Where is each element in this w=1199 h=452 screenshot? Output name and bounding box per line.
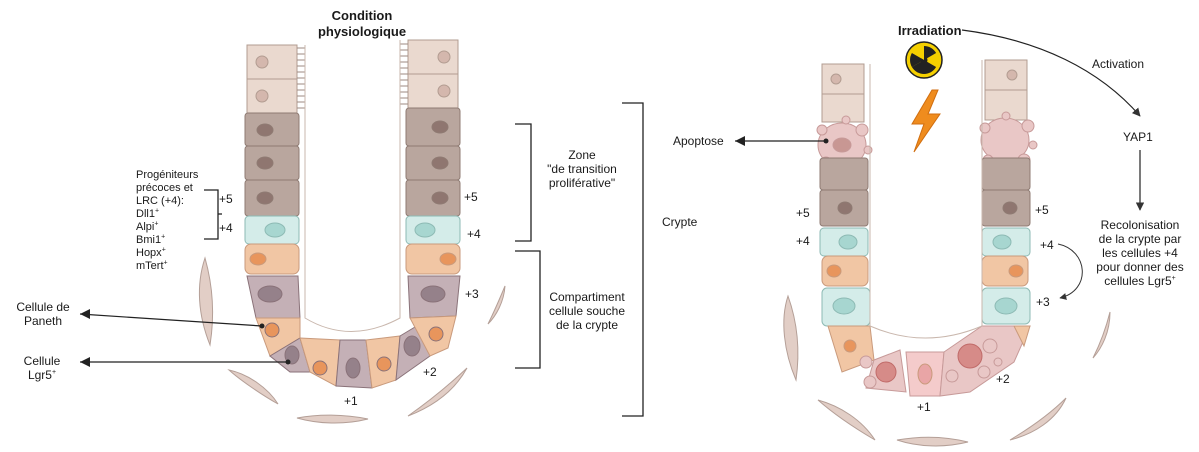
right-plus4-cells	[820, 228, 1030, 256]
lgr5-line2: Lgr5	[28, 368, 52, 382]
progenitors-marker-4: mTert+	[136, 260, 206, 273]
left-crypt	[199, 40, 505, 423]
progenitors-line3: LRC (+4):	[136, 195, 206, 208]
recolonisation-arrow	[1058, 244, 1082, 298]
paneth-pointer-line	[80, 314, 262, 326]
zone-line2: "de transition	[542, 162, 622, 176]
left-pos-plus5-left: +5	[219, 192, 233, 206]
crypte-label: Crypte	[662, 215, 697, 229]
progenitors-marker-2: Bmi1+	[136, 234, 206, 247]
left-plus4-cells	[245, 216, 460, 244]
right-pos-plus2: +2	[996, 372, 1010, 386]
right-pos-plus3: +3	[1036, 295, 1050, 309]
right-pos-plus4-right: +4	[1040, 238, 1054, 252]
left-ta-cells	[245, 108, 460, 216]
lgr5-label: Cellule Lgr5+	[14, 354, 70, 382]
paneth-pointer-head	[80, 309, 90, 319]
stem-line3: de la crypte	[546, 318, 628, 332]
stem-line2: cellule souche	[546, 304, 628, 318]
recol-line3: les cellules +4	[1090, 246, 1190, 260]
left-pos-plus1: +1	[344, 394, 358, 408]
lgr5-line2-wrap: Lgr5+	[14, 368, 70, 382]
marker-sup: +	[161, 233, 165, 240]
recol-line1: Recolonisation	[1090, 218, 1190, 232]
left-pos-plus5-right: +5	[464, 190, 478, 204]
marker-sup: +	[162, 246, 166, 253]
right-pos-plus4-left: +4	[796, 234, 810, 248]
paneth-pointer-dot	[260, 324, 265, 329]
marker-sup: +	[154, 220, 158, 227]
recol-sup: +	[1172, 275, 1176, 282]
progenitors-marker-1: Alpi+	[136, 221, 206, 234]
lgr5-pointer-head	[80, 357, 90, 367]
right-plus3-cells	[822, 256, 1028, 286]
left-pos-plus4-left: +4	[219, 221, 233, 235]
left-pos-plus3: +3	[465, 287, 479, 301]
right-ta-cells	[820, 158, 1030, 226]
apoptose-label: Apoptose	[673, 134, 724, 148]
recol-line5: cellules Lgr5	[1104, 274, 1171, 288]
activation-label: Activation	[1092, 57, 1144, 71]
recol-line5-wrap: cellules Lgr5+	[1090, 274, 1190, 288]
stem-line1: Compartiment	[546, 290, 628, 304]
stem-compartment-label: Compartiment cellule souche de la crypte	[546, 290, 628, 332]
right-pos-plus5-right: +5	[1035, 203, 1049, 217]
lgr5-pointer-dot	[286, 360, 291, 365]
lightning-bolt-icon	[912, 90, 940, 152]
recol-line4: pour donner des	[1090, 260, 1190, 274]
radiation-icon	[906, 42, 942, 78]
left-enterocytes-right	[400, 40, 458, 108]
progenitors-line2: précoces et	[136, 182, 206, 195]
apoptose-pointer-head	[735, 136, 745, 146]
progenitors-line1: Progéniteurs	[136, 169, 206, 182]
left-pos-plus2: +2	[423, 365, 437, 379]
apoptose-pointer-dot	[824, 139, 829, 144]
progenitors-marker-3: Hopx+	[136, 247, 206, 260]
left-plus3-cells	[245, 244, 460, 274]
yap1-label: YAP1	[1123, 130, 1153, 144]
zone-line1: Zone	[542, 148, 622, 162]
progenitors-label: Progéniteurs précoces et LRC (+4): Dll1+…	[136, 169, 206, 273]
zone-label: Zone "de transition proliférative"	[542, 148, 622, 190]
paneth-label: Cellule de Paneth	[8, 300, 78, 328]
right-crypt	[784, 60, 1110, 446]
marker-sup: +	[164, 259, 168, 266]
marker-name: Bmi1	[136, 234, 161, 246]
recol-line2: de la crypte par	[1090, 232, 1190, 246]
recolonisation-label: Recolonisation de la crypte par les cell…	[1090, 218, 1190, 288]
right-pos-plus1: +1	[917, 400, 931, 414]
marker-sup: +	[155, 207, 159, 214]
paneth-line2: Paneth	[8, 314, 78, 328]
paneth-line1: Cellule de	[8, 300, 78, 314]
right-pos-plus5-left: +5	[796, 206, 810, 220]
left-enterocytes-left	[247, 45, 305, 113]
left-title-line1: Condition	[310, 8, 414, 24]
irradiation-title: Irradiation	[898, 24, 962, 38]
marker-name: mTert	[136, 260, 164, 272]
marker-name: Hopx	[136, 247, 162, 259]
lgr5-sup: +	[52, 369, 56, 376]
lgr5-line1: Cellule	[14, 354, 70, 368]
zone-line3: proliférative"	[542, 176, 622, 190]
progenitors-marker-0: Dll1+	[136, 208, 206, 221]
left-title-line2: physiologique	[310, 24, 414, 40]
marker-name: Dll1	[136, 208, 155, 220]
marker-name: Alpi	[136, 221, 154, 233]
left-title: Condition physiologique	[310, 8, 414, 40]
right-new-stem-cells	[822, 288, 1030, 326]
left-pos-plus4-right: +4	[467, 227, 481, 241]
left-lumen	[305, 40, 400, 332]
